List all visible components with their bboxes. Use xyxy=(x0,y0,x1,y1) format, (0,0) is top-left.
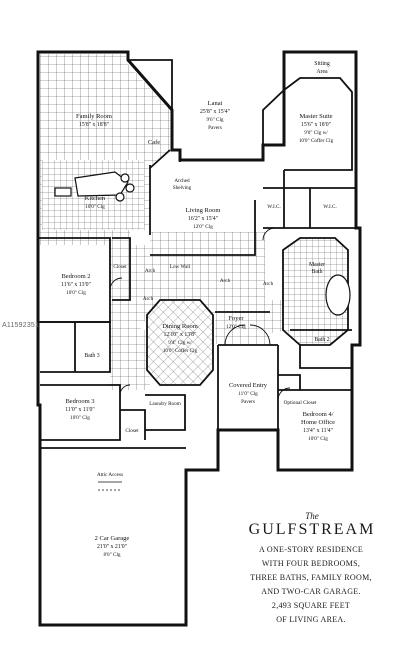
label-arch-3: Arch xyxy=(263,281,274,287)
interior-walls xyxy=(38,59,356,449)
label-master-bath: Master xyxy=(309,262,325,268)
brand-the: The xyxy=(305,511,319,521)
outer-walls xyxy=(36,50,362,627)
label-attic-access: Attic Access xyxy=(97,472,123,478)
label-lanai-clg: 9'6" Clg xyxy=(206,117,223,123)
label-bedroom-3-clg: 10'0" Clg xyxy=(70,415,90,421)
label-dining-room-clg: 9'4" Clg w/ xyxy=(168,340,192,346)
label-master-suite-dim: 15'6" x 18'0" xyxy=(301,122,331,128)
dining-floor xyxy=(147,300,213,385)
label-master-suite-clg: 9'0" Clg w/ xyxy=(304,130,328,136)
door-swings xyxy=(109,227,291,401)
label-bath-2: Bath 2 xyxy=(314,337,329,343)
brand-description-line-1: A ONE-STORY RESIDENCE xyxy=(258,545,364,554)
label-cafe: Cafe xyxy=(148,139,160,146)
brand-description-line-2: WITH FOUR BEDROOMS, xyxy=(261,559,361,568)
label-shelving-sub: Shelving xyxy=(173,185,192,191)
label-garage-dim: 21'0" x 21'0" xyxy=(97,544,127,550)
brand-description-line-5: 2,493 SQUARE FEET xyxy=(271,601,351,610)
label-arch-2: Arch xyxy=(220,278,231,284)
label-sitting: Sitting xyxy=(314,61,330,67)
brand-name: GULFSTREAM xyxy=(248,521,376,538)
label-bedroom-2-dim: 11'6" x 13'0" xyxy=(61,282,91,288)
label-bedroom-3: Bedroom 3 xyxy=(65,398,94,405)
label-laundry-room: Laundry Room xyxy=(149,401,181,407)
label-wic-2: W.I.C. xyxy=(323,204,337,210)
label-family-room: Family Room xyxy=(76,113,112,120)
label-master-suite: Master Suite xyxy=(299,113,332,120)
corridor-tile xyxy=(110,330,150,390)
kitchen-island xyxy=(54,171,135,202)
brand-description-line-4: AND TWO-CAR GARAGE. xyxy=(261,587,361,596)
label-kitchen-clg: 10'0" Clg xyxy=(85,204,105,210)
label-sitting-sub: Area xyxy=(316,69,328,75)
label-covered-entry: Covered Entry xyxy=(229,382,268,389)
label-bedroom-2: Bedroom 2 xyxy=(61,273,90,280)
label-arch-4: Arch xyxy=(143,296,154,302)
master-tub xyxy=(325,274,351,316)
label-optional-closet: Optional Closet xyxy=(284,400,317,406)
label-living-room: Living Room xyxy=(186,207,221,214)
label-bedroom-4-clg: 10'0" Clg xyxy=(308,436,328,442)
label-bath-3: Bath 3 xyxy=(84,353,99,359)
label-living-room-clg: 12'0" Clg xyxy=(193,224,213,230)
label-family-room-dim: 15'8" x 18'8" xyxy=(79,122,109,128)
label-bedroom-4: Bedroom 4/ xyxy=(303,411,334,418)
label-garage: 2 Car Garage xyxy=(95,535,130,542)
label-dining-room-coffer: 10'0" Coffer Clg xyxy=(163,347,198,354)
label-garage-clg: 8'0" Clg xyxy=(103,552,120,558)
label-wic-1: W.I.C. xyxy=(267,204,281,210)
label-covered-entry-clg: 11'0" Clg xyxy=(238,391,258,397)
label-foyer: Foyer xyxy=(228,315,244,322)
label-master-suite-coffer: 10'0" Coffer Clg xyxy=(299,137,334,144)
label-bedroom-4-dim: 13'4" x 11'4" xyxy=(303,428,333,434)
label-master-bath-sub: Bath xyxy=(312,269,323,275)
label-foyer-clg: 12'0" Clg xyxy=(226,324,246,330)
label-bedroom-3-dim: 11'0" x 11'0" xyxy=(65,407,95,413)
label-living-room-dim: 16'2" x 15'4" xyxy=(188,216,218,222)
label-dining-room-dim: 12'10" x 13'8" xyxy=(164,332,197,338)
label-bedroom-2-clg: 10'0" Clg xyxy=(66,290,86,296)
label-closet-2: Closet xyxy=(125,428,139,434)
brand-description-line-3: THREE BATHS, FAMILY ROOM, xyxy=(250,573,372,582)
label-home-office: Home Office xyxy=(301,419,335,426)
label-arch-1: Arch xyxy=(145,268,156,274)
label-kitchen: Kitchen xyxy=(85,195,106,202)
garage-attic-marks xyxy=(98,481,122,491)
master-bath-floor xyxy=(283,238,348,345)
label-lanai: Lanai xyxy=(208,100,223,107)
label-closet-1: Closet xyxy=(113,264,127,270)
listing-watermark: A11592351 xyxy=(2,322,40,329)
label-lanai-pavers: Pavers xyxy=(208,125,222,131)
label-lanai-dim: 25'8" x 15'4" xyxy=(200,109,230,115)
label-covered-entry-pavers: Pavers xyxy=(241,399,255,405)
brand-description-line-6: OF LIVING AREA. xyxy=(276,615,346,624)
label-shelving: Arched xyxy=(174,178,190,184)
label-dining-room: Dining Room xyxy=(162,323,198,330)
label-low-wall: Low Wall xyxy=(170,264,191,270)
